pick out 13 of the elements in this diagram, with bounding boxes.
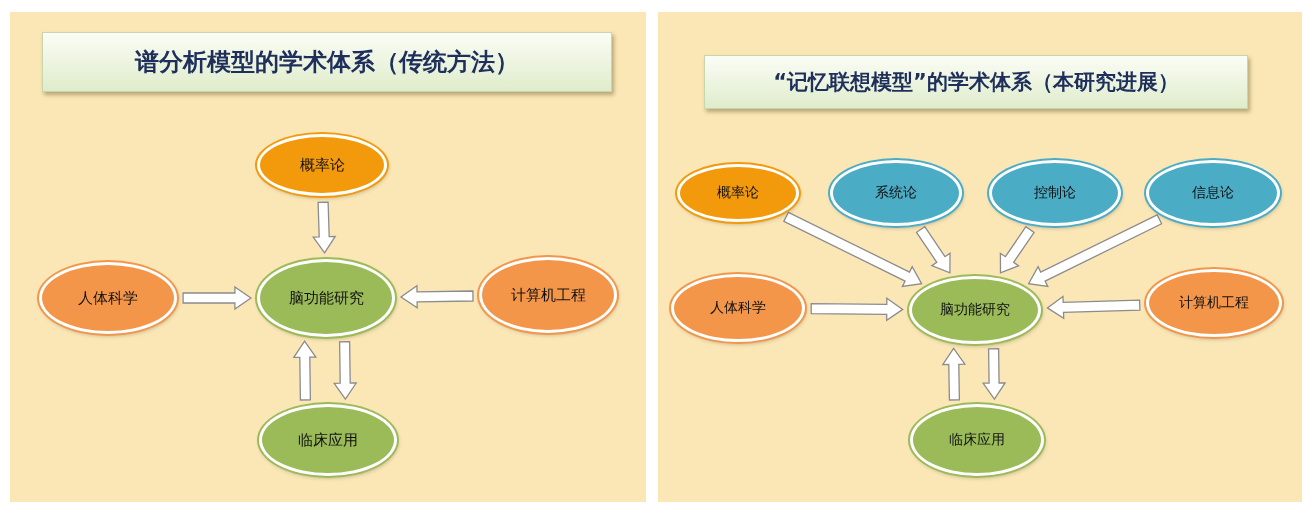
block-arrow xyxy=(1046,295,1141,320)
block-arrow xyxy=(783,211,923,288)
block-arrow xyxy=(999,225,1035,274)
block-arrow xyxy=(292,340,318,401)
title-banner: “记忆联想模型”的学术体系（本研究进展） xyxy=(704,55,1248,109)
block-arrow xyxy=(1027,213,1163,288)
block-arrow xyxy=(915,225,951,274)
block-arrow xyxy=(182,285,253,311)
block-arrow xyxy=(941,347,967,401)
block-arrow xyxy=(810,297,904,322)
title-banner: 谱分析模型的学术体系（传统方法） xyxy=(42,32,612,92)
block-arrow xyxy=(981,348,1007,401)
block-arrow xyxy=(311,201,337,254)
